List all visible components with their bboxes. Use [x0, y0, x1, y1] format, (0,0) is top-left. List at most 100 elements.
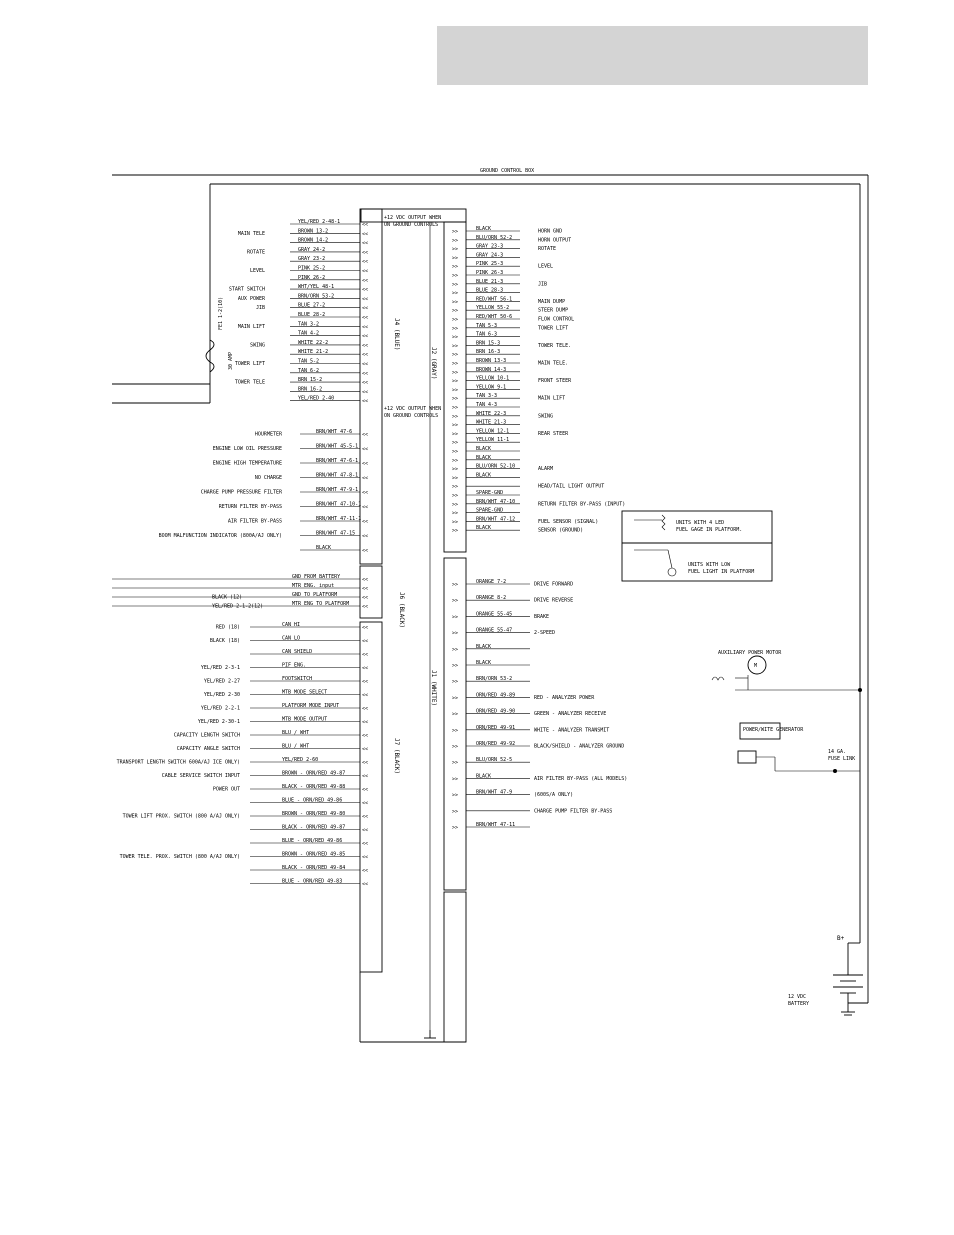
j2-pin: >>	[452, 282, 458, 288]
j7-pin: <<	[362, 774, 368, 780]
j1-wire-label: BRN/WHT 47-9	[476, 790, 512, 796]
j7-wire-label: FOOTSWITCH	[282, 676, 312, 682]
j2-function-label: SWING	[538, 413, 553, 419]
j4_left-pin: <<	[362, 399, 368, 405]
j2-wire-label: YELLOW 55-2	[476, 305, 509, 311]
j6-pin: <<	[362, 595, 368, 601]
j2-wire-label: TAN 3-3	[476, 393, 497, 399]
j7-wire-label: BLU / WHT	[282, 744, 309, 750]
j1-pin: >>	[452, 614, 458, 620]
j1-pin: >>	[452, 695, 458, 701]
j2-pin: >>	[452, 484, 458, 490]
j2-pin: >>	[452, 458, 458, 464]
aux-power-motor: M AUXILIARY POWER MOTOR	[711, 650, 862, 692]
j1-pin: >>	[452, 776, 458, 782]
j7-wire-label: BLUE - ORN/RED 49-83	[282, 879, 342, 885]
j2-pin: >>	[452, 343, 458, 349]
j4_left-pin: <<	[362, 371, 368, 377]
j2-pin: >>	[452, 440, 458, 446]
j1-function-label: DRIVE REVERSE	[534, 598, 573, 604]
j7-pin: <<	[362, 814, 368, 820]
fuse-link-b: FUSE LINK	[828, 756, 855, 762]
j2-wire-label: TAN 4-3	[476, 402, 497, 408]
j2-wire-label: PINK 26-3	[476, 270, 503, 276]
j4_lower-pin: <<	[362, 505, 368, 511]
j4_left-function-label: TOWER LIFT	[235, 361, 265, 367]
j4_lower-pin: <<	[362, 490, 368, 496]
j1-wire-label: ORANGE 8-2	[476, 595, 506, 601]
j2-pin: >>	[452, 528, 458, 534]
motor-symbol-label: M	[754, 663, 757, 669]
j2-function-label: HORN OUTPUT	[538, 237, 571, 243]
j2-function-label: FRONT STEER	[538, 378, 572, 384]
j2-function-label: ROTATE	[538, 246, 556, 252]
j2-wire-label: BROWN 14-3	[476, 367, 506, 373]
j2-pin: >>	[452, 308, 458, 314]
ground-control-box: GROUND CONTROL BOX	[112, 168, 869, 1004]
j4_left-function-label: MAIN TELE	[238, 231, 265, 237]
j1-function-label: AIR FILTER BY-PASS (ALL MODELS)	[534, 776, 627, 782]
j4_left-function-label: TOWER TELE	[235, 380, 265, 386]
j7-function-label: CAPACITY ANGLE SWITCH	[177, 746, 240, 752]
j7-pin: <<	[362, 693, 368, 699]
j4_lower-wire-label: BRN/WHT 47-9-1	[316, 487, 358, 493]
j7-function-label: YEL/RED 2-2-1	[201, 706, 240, 712]
j4_left-pin: <<	[362, 380, 368, 386]
j2-wire-label: BLUE 21-3	[476, 279, 503, 285]
j7-pin: <<	[362, 828, 368, 834]
j4_left-wire-label: BRN/ORN 53-2	[298, 293, 334, 299]
j1-pin: >>	[452, 760, 458, 766]
j4_left-function-label: AUX POWER	[238, 296, 266, 302]
j4_left-wire-label: BLUE 28-2	[298, 312, 325, 318]
j2-function-label: HORN GND	[538, 229, 562, 235]
j7-pin: <<	[362, 733, 368, 739]
j2-pin: >>	[452, 255, 458, 261]
j2-wire-label: YELLOW 12-1	[476, 428, 509, 434]
j2-wire-label: BRN 15-3	[476, 340, 500, 346]
j2-wire-label: BLACK	[476, 525, 491, 531]
j2-function-label: TOWER LIFT	[538, 325, 568, 331]
j2-pin: >>	[452, 467, 458, 473]
j4_left-wire-label: TAN 6-2	[298, 368, 319, 374]
j2-wire-label: WHITE 21-3	[476, 420, 506, 426]
j7-wire-label: MTB MODE SELECT	[282, 690, 327, 696]
j7-function-label: YEL/RED 2-27	[204, 679, 240, 685]
j4_left-pin: <<	[362, 250, 368, 256]
j2-wire-label: BRN/WHT 47-12	[476, 516, 515, 522]
j4_left-wire-label: YEL/RED 2-48-1	[298, 219, 340, 225]
j2-pin: >>	[452, 414, 458, 420]
generator-fuse-link: POWER/WITE GENERATOR 14 GA. FUSE LINK	[737, 722, 860, 773]
j1-pin: >>	[452, 582, 458, 588]
j4_lower-wire-label: BLACK	[316, 545, 331, 551]
j6-label: J6 (BLACK)	[398, 592, 405, 628]
j2-wire-label: WHITE 22-3	[476, 411, 506, 417]
j4_lower-pin: <<	[362, 432, 368, 438]
j2-wire-label: GRAY 24-3	[476, 252, 503, 258]
j6-wire-label: GND FROM BATTERY	[292, 574, 340, 580]
j7-pin: <<	[362, 666, 368, 672]
j2-pin: >>	[452, 352, 458, 358]
j1-pin: >>	[452, 825, 458, 831]
j2-pin: >>	[452, 396, 458, 402]
j4_left-pin: <<	[362, 343, 368, 349]
j7-wire-label: BLACK - ORN/RED 49-87	[282, 825, 345, 831]
battery-positive: B+	[837, 935, 845, 942]
j2-pin: >>	[452, 502, 458, 508]
j4_left-wire-label: PINK 26-2	[298, 275, 325, 281]
j4_left-pin: <<	[362, 306, 368, 312]
j4_left-pin: <<	[362, 296, 368, 302]
j6-wire-label: MTR ENG. input	[292, 583, 334, 589]
j7-function-label: CAPACITY LENGTH SWITCH	[174, 733, 240, 739]
j2-function-label: TOWER TELE.	[538, 343, 571, 349]
j6-wire-label: GND TO PLATFORM	[292, 592, 337, 598]
j4_lower-function-label: ENGINE HIGH TEMPERATURE	[213, 461, 282, 467]
j4_lower-function-label: BOOM MALFUNCTION INDICATOR (800A/AJ ONLY…	[159, 533, 282, 539]
j1-pin: >>	[452, 631, 458, 637]
j2-wire-label: BLACK	[476, 455, 491, 461]
j4_lower-wire-label: BRN/WHT 47-10-1	[316, 502, 361, 508]
j2-pin: >>	[452, 423, 458, 429]
j4_left-wire-label: WHITE 21-2	[298, 349, 328, 355]
j4_left-wire-label: BROWN 14-2	[298, 238, 328, 244]
j4_left-wire-label: BRN 15-2	[298, 377, 322, 383]
